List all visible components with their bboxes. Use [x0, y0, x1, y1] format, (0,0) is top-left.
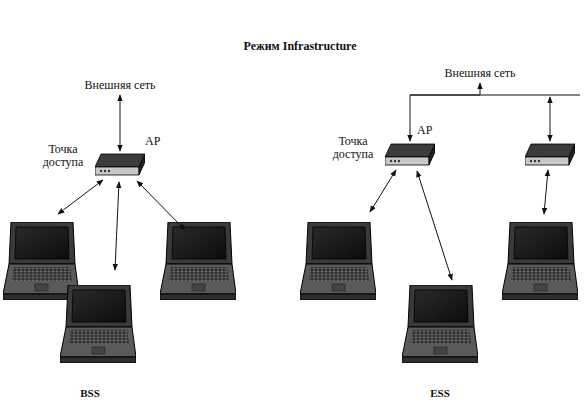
uplink-arrow — [410, 83, 480, 141]
wireless-link — [544, 170, 548, 214]
wireless-link — [417, 171, 452, 280]
laptop — [502, 222, 578, 300]
device-caption: Точка доступа — [35, 143, 91, 169]
mode-label: ESS — [430, 387, 450, 400]
device-tag: AP — [145, 135, 160, 148]
laptop — [300, 222, 376, 300]
network-label-text: Внешняя сеть — [445, 67, 516, 80]
access-point: Точка доступаAP — [385, 143, 435, 167]
link-arrow — [550, 97, 551, 141]
access-point-device — [95, 153, 145, 177]
network-label: Внешняя сеть — [445, 67, 516, 80]
access-point — [525, 144, 575, 165]
network-label-text: Внешняя сеть — [85, 79, 156, 92]
laptop — [60, 285, 136, 363]
laptop — [160, 222, 236, 300]
mode-label: BSS — [80, 387, 100, 400]
wireless-link — [370, 170, 396, 212]
device-caption: Точка доступа — [325, 135, 381, 161]
uplink-arrow — [120, 95, 121, 151]
laptop — [402, 285, 478, 363]
wireless-link — [115, 182, 119, 270]
access-point-device — [385, 143, 435, 167]
diagram-title: Режим Infrastructure — [100, 40, 500, 53]
wireless-link — [137, 181, 185, 230]
wireless-link — [58, 180, 103, 214]
device-tag: AP — [417, 124, 432, 137]
network-label: Внешняя сеть — [85, 79, 156, 92]
access-point: Точка доступаAP — [95, 153, 145, 177]
